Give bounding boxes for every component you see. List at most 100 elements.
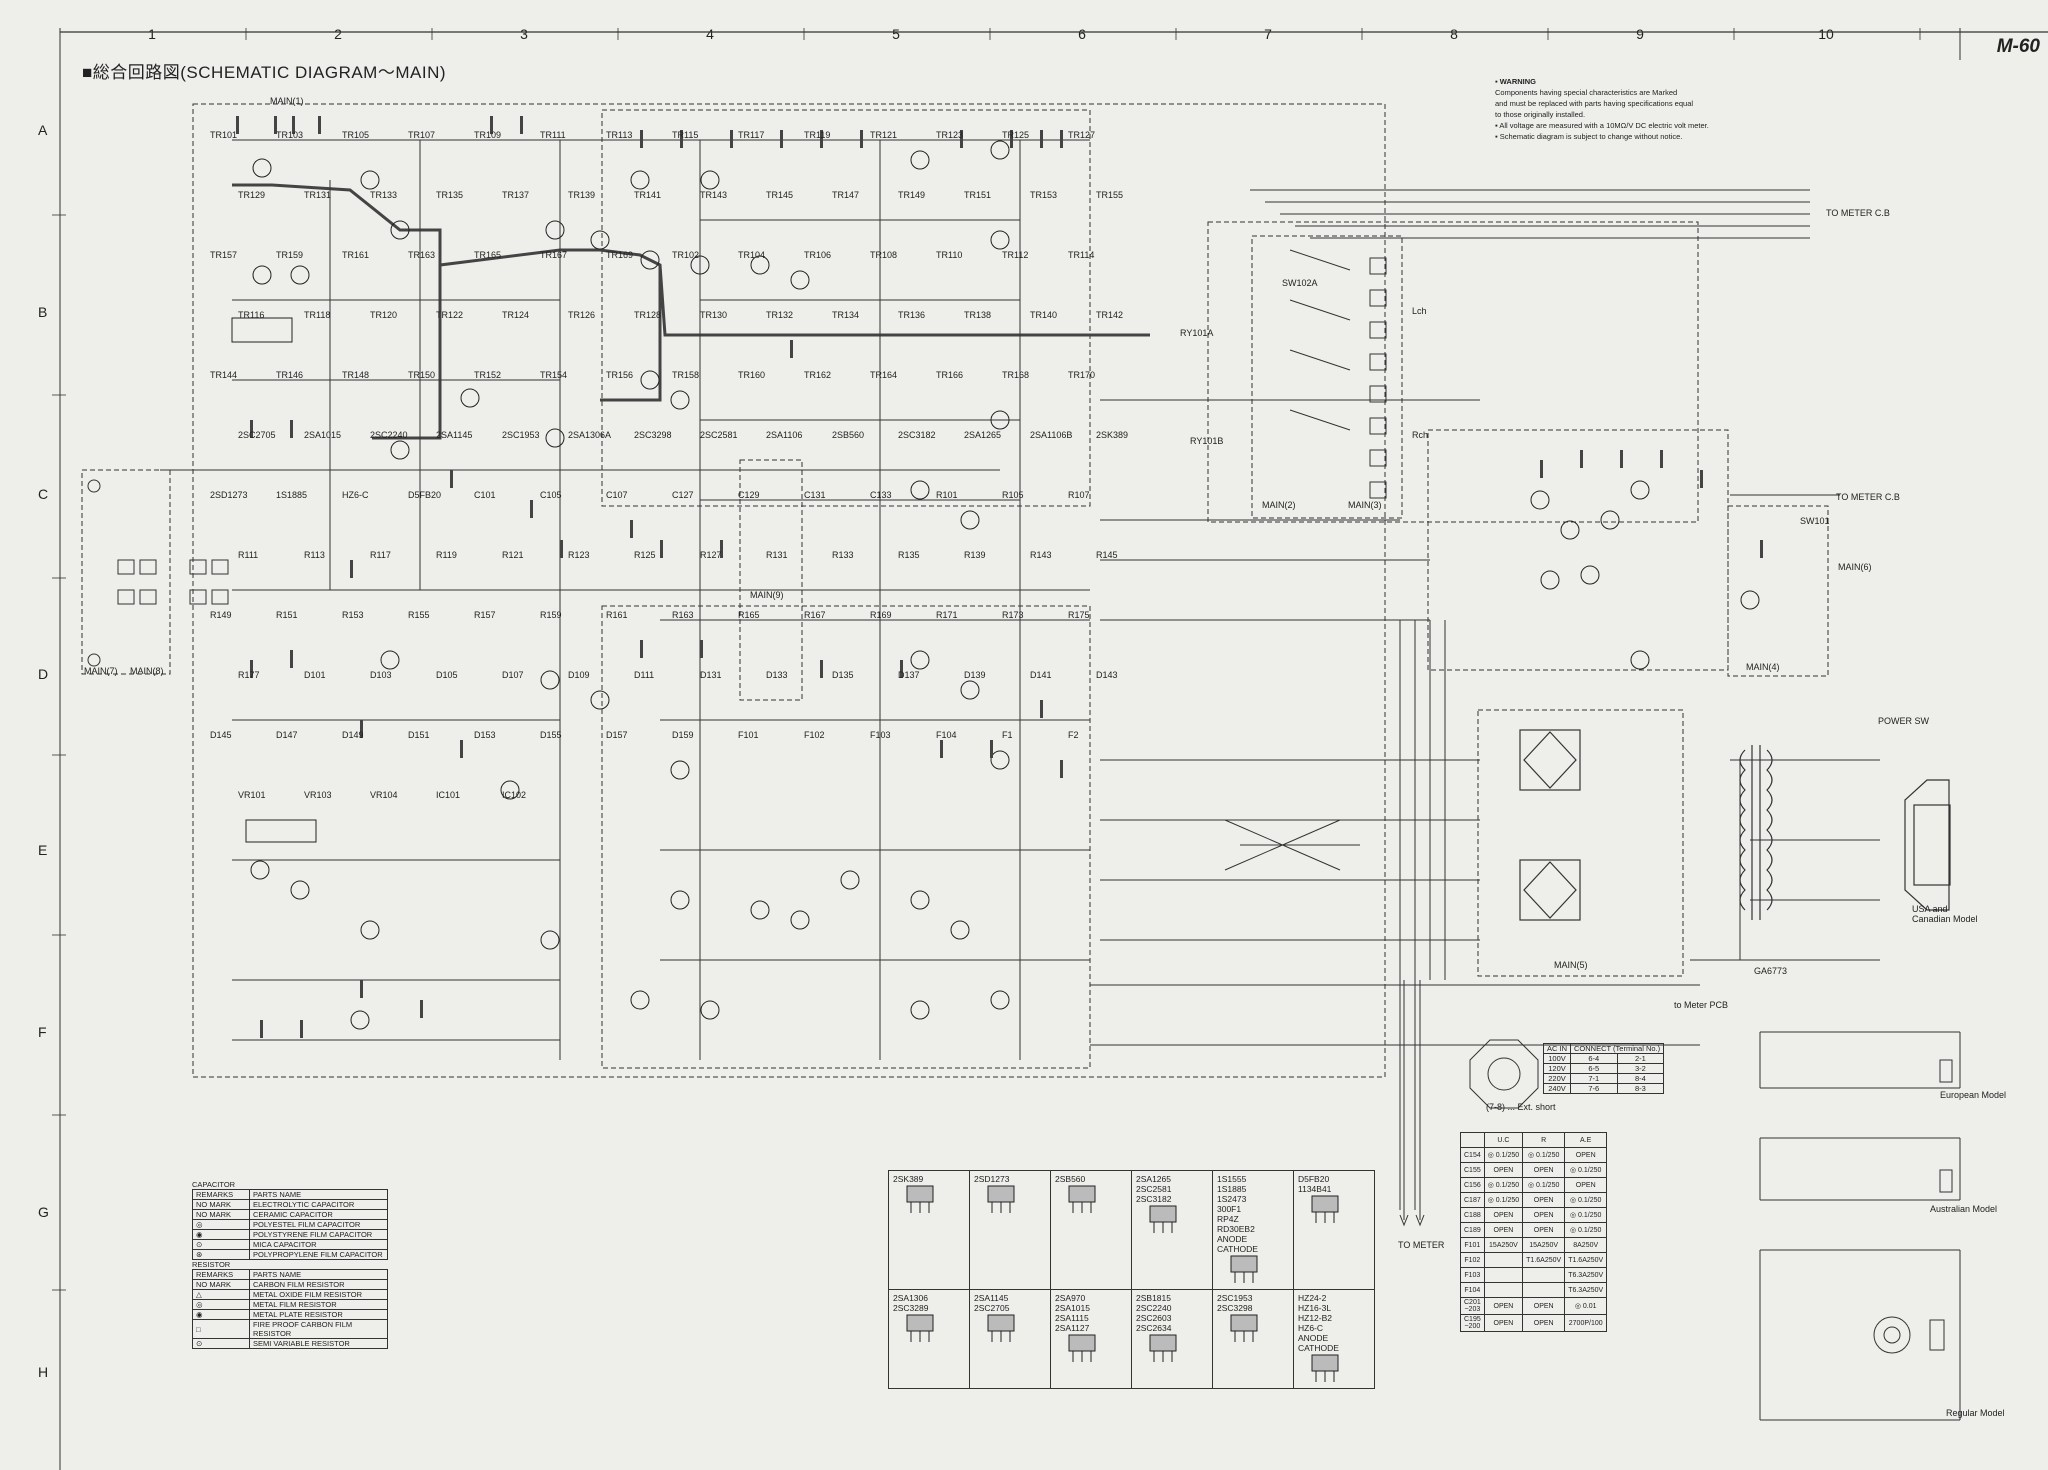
variant-value: OPEN xyxy=(1522,1314,1566,1332)
component-label: TR140 xyxy=(1030,310,1058,320)
component-label: TR135 xyxy=(436,190,464,200)
component-label: IC102 xyxy=(502,790,527,800)
package-part-number: 2SC3289 xyxy=(893,1303,929,1313)
transistor-symbols xyxy=(231,140,1760,1030)
component-label: D159 xyxy=(672,730,694,740)
component-label: D103 xyxy=(370,670,392,680)
component-label: TR163 xyxy=(408,250,436,260)
variant-value: OPEN xyxy=(1483,1314,1524,1332)
component-label: TR102 xyxy=(672,250,700,260)
component-label: TR154 xyxy=(540,370,568,380)
package-part-number: 2SC2581 xyxy=(1136,1184,1172,1194)
variant-value: T6.3A250V xyxy=(1564,1282,1608,1298)
connector-label: TO METER C.B xyxy=(1826,208,1890,218)
component-label: TR115 xyxy=(672,130,699,140)
relay-switch-block xyxy=(1289,249,1387,499)
package-part-number: RP4Z xyxy=(1217,1214,1239,1224)
legend-header: REMARKS xyxy=(192,1269,250,1280)
legend-part: METAL PLATE RESISTOR xyxy=(249,1309,388,1320)
component-label: D143 xyxy=(1096,670,1118,680)
component-label: TR150 xyxy=(408,370,436,380)
component-label: 2SA1306A xyxy=(568,430,612,440)
variant-value: OPEN xyxy=(1564,1177,1608,1193)
variant-value: 8A250V xyxy=(1564,1237,1608,1253)
package-part-number: 300F1 xyxy=(1217,1204,1242,1214)
component-label: TR117 xyxy=(738,130,765,140)
component-label: R167 xyxy=(804,610,826,620)
component-label: TR132 xyxy=(766,310,794,320)
component-label: R135 xyxy=(898,550,920,560)
column-label: 3 xyxy=(520,26,528,42)
component-label: TR138 xyxy=(964,310,992,320)
legend-part: ELECTROLYTIC CAPACITOR xyxy=(249,1199,388,1210)
component-label: R151 xyxy=(276,610,298,620)
variant-value: OPEN xyxy=(1483,1162,1524,1178)
legend-title: CAPACITOR xyxy=(192,1180,236,1189)
component-label: 2SC1953 xyxy=(502,430,540,440)
component-label: D107 xyxy=(502,670,524,680)
component-label: D155 xyxy=(540,730,562,740)
component-label: TR128 xyxy=(634,310,662,320)
component-label: C105 xyxy=(540,490,562,500)
component-label: TR130 xyxy=(700,310,728,320)
column-label: 7 xyxy=(1264,26,1272,42)
variant-part-ref: F102 xyxy=(1460,1252,1485,1268)
package-part-number: ANODE xyxy=(1217,1234,1248,1244)
board-label: MAIN(7) xyxy=(84,666,118,676)
component-label: R105 xyxy=(1002,490,1024,500)
component-label: TR114 xyxy=(1068,250,1095,260)
component-label: VR101 xyxy=(238,790,266,800)
board-label: MAIN(4) xyxy=(1746,662,1780,672)
variant-value xyxy=(1483,1282,1524,1298)
ac-cell: 240V xyxy=(1542,1083,1572,1094)
legend-part: MICA CAPACITOR xyxy=(249,1239,388,1250)
component-label: R127 xyxy=(700,550,722,560)
package-part-number: 2SD1273 xyxy=(974,1174,1010,1184)
variant-value: 2700P/100 xyxy=(1564,1314,1608,1332)
package-part-number: 2SC1953 xyxy=(1217,1293,1253,1303)
component-label: TR110 xyxy=(936,250,963,260)
legend-mark: ⊙ xyxy=(192,1239,250,1250)
component-label: TR120 xyxy=(370,310,398,320)
component-label: VR103 xyxy=(304,790,332,800)
package-part-number: HZ12-B2 xyxy=(1298,1313,1333,1323)
component-label: TR162 xyxy=(804,370,832,380)
volume-block xyxy=(87,479,229,667)
component-label: 2SC3182 xyxy=(898,430,936,440)
component-label: TR119 xyxy=(804,130,831,140)
legend-part: METAL OXIDE FILM RESISTOR xyxy=(249,1289,388,1300)
component-label: TR152 xyxy=(474,370,502,380)
component-label: D157 xyxy=(606,730,628,740)
component-label: D131 xyxy=(700,670,722,680)
component-label: D105 xyxy=(436,670,458,680)
component-label: R131 xyxy=(766,550,788,560)
variant-label: Australian Model xyxy=(1930,1204,1998,1214)
legend-part: CERAMIC CAPACITOR xyxy=(249,1209,388,1220)
ac-cell: 7-1 xyxy=(1570,1073,1618,1084)
variant-value: OPEN xyxy=(1522,1297,1566,1315)
connector-label: to Meter PCB xyxy=(1674,1000,1729,1010)
note-line: All voltage are measured with a 10MΩ/V D… xyxy=(1499,121,1709,130)
ac-cell: 120V xyxy=(1542,1063,1572,1074)
component-label: TR121 xyxy=(870,130,898,140)
package-outline-icon xyxy=(1149,1205,1177,1233)
variant-value: ◎ 0.1/250 xyxy=(1483,1177,1524,1193)
component-label: R119 xyxy=(436,550,457,560)
component-label: TR126 xyxy=(568,310,596,320)
component-label: TR147 xyxy=(832,190,860,200)
legend-part: SEMI VARIABLE RESISTOR xyxy=(249,1338,388,1349)
legend-part: FIRE PROOF CARBON FILM RESISTOR xyxy=(249,1319,388,1339)
variant-value: ◎ 0.1/250 xyxy=(1564,1162,1608,1178)
package-part-number: 2SA1015 xyxy=(1055,1303,1090,1313)
package-part-number: 2SB560 xyxy=(1055,1174,1086,1184)
board-label: MAIN(3) xyxy=(1348,500,1382,510)
variant-part-ref: F103 xyxy=(1460,1267,1485,1283)
column-label: 9 xyxy=(1636,26,1644,42)
component-label: R149 xyxy=(210,610,232,620)
component-label: D137 xyxy=(898,670,920,680)
package-outline-icon xyxy=(1068,1334,1096,1362)
